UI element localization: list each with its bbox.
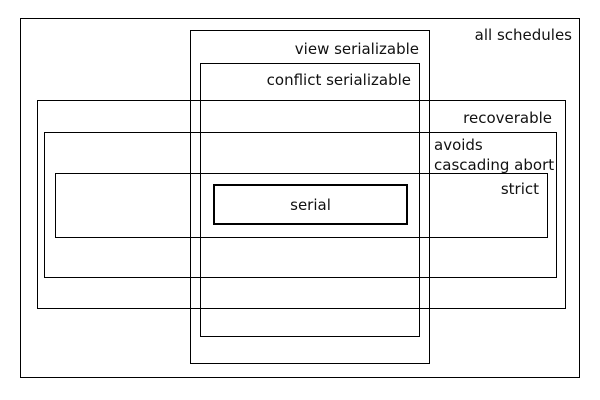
region-conflict-serializable: conflict serializable <box>200 63 420 337</box>
region-serial: serial <box>213 184 408 225</box>
label-avoids-line1: avoids <box>434 136 483 154</box>
region-all-schedules: all schedules <box>20 18 580 378</box>
label-serial: serial <box>290 195 331 214</box>
region-recoverable: recoverable <box>37 100 566 309</box>
label-avoids-line2: cascading abort <box>434 156 555 174</box>
label-conflict-serializable: conflict serializable <box>266 71 411 89</box>
label-all-schedules: all schedules <box>474 26 572 44</box>
label-recoverable: recoverable <box>463 109 552 127</box>
label-view-serializable: view serializable <box>294 40 419 58</box>
region-avoids-cascading-abort: avoids cascading abort <box>44 132 557 278</box>
label-strict: strict <box>500 180 539 198</box>
region-strict: strict <box>55 173 548 238</box>
label-avoids-cascading-abort: avoids cascading abort <box>434 135 554 175</box>
region-view-serializable: view serializable <box>190 30 430 364</box>
